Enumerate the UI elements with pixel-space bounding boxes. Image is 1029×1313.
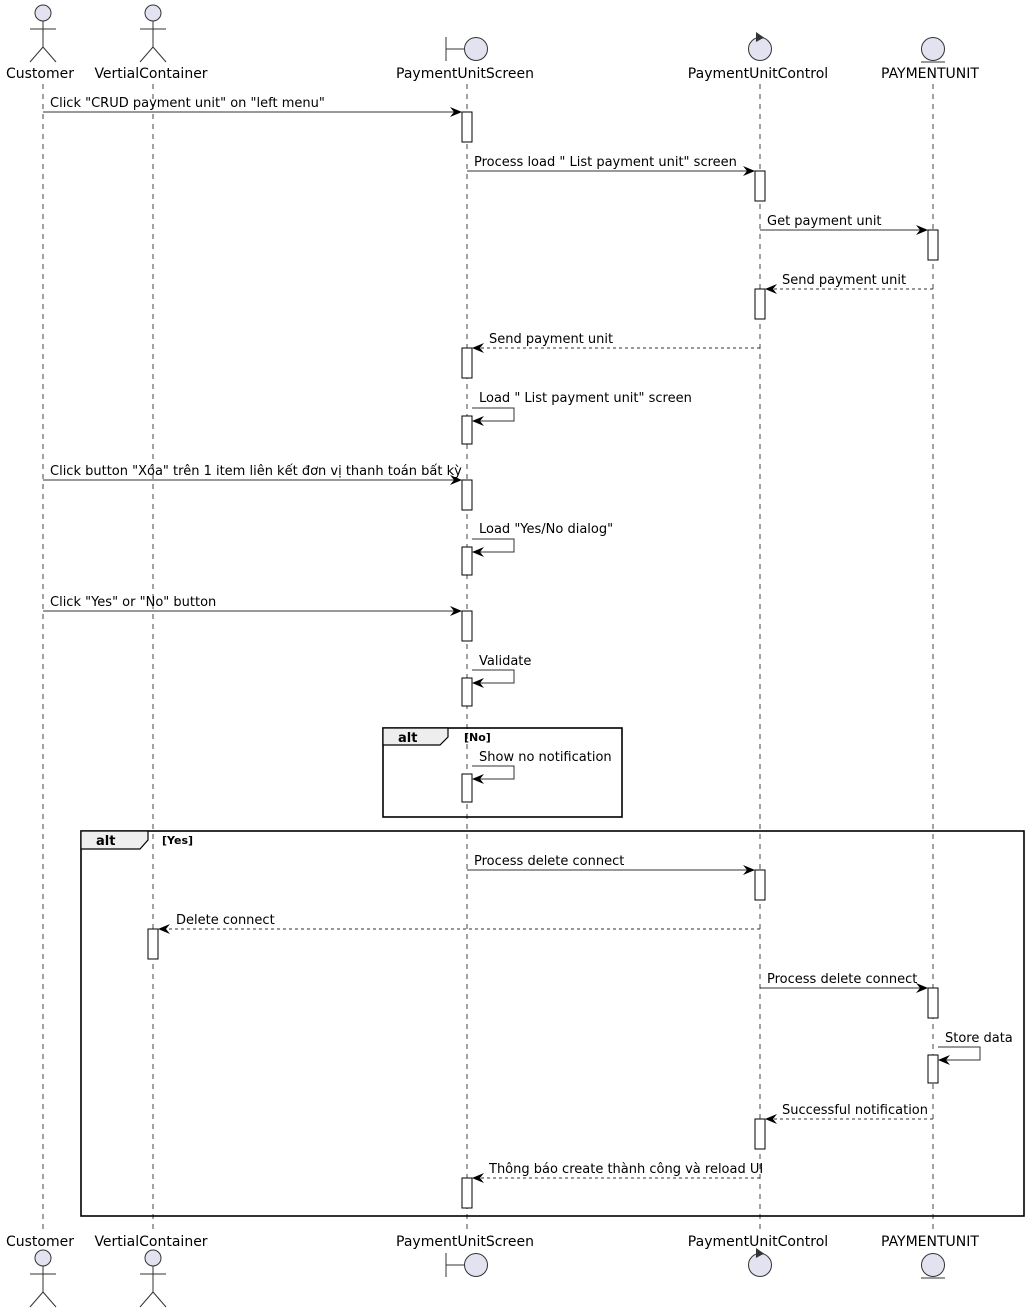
- participant-label: PaymentUnitScreen: [396, 66, 534, 82]
- self-message: Load " List payment unit" screen: [472, 391, 692, 426]
- self-message: Store data: [938, 1031, 1013, 1065]
- message-label: Click button "Xóa" trên 1 item liên kết …: [50, 464, 462, 479]
- control-paymentunitcontrol: PaymentUnitControl: [688, 1234, 828, 1277]
- message: Thông báo create thành công và reload UI: [472, 1162, 763, 1183]
- participant-label: PAYMENTUNIT: [881, 1234, 979, 1250]
- control-icon: [748, 32, 772, 61]
- activation-bar: [461, 610, 473, 642]
- actor-icon: [139, 1249, 167, 1308]
- activation-bar: [461, 677, 473, 707]
- activation-bar: [461, 347, 473, 379]
- entity-paymentunit: PAYMENTUNIT: [881, 37, 979, 82]
- actor-container: VertialContainer: [94, 4, 208, 82]
- activation-bar: [461, 479, 473, 511]
- message-label: Click "Yes" or "No" button: [50, 595, 216, 610]
- fragment-operator: alt: [96, 834, 115, 849]
- lifelines: [42, 84, 934, 1229]
- actor-container: VertialContainer: [94, 1234, 208, 1308]
- activation-bar: [461, 111, 473, 143]
- alt-fragment-no: alt [No]: [382, 727, 623, 818]
- activation-bar: [461, 1177, 473, 1209]
- message-label: Process delete connect: [767, 972, 917, 987]
- activation-bar: [147, 928, 159, 960]
- message: Get payment unit: [760, 214, 928, 235]
- message-label: Store data: [945, 1031, 1013, 1046]
- message-label: Process load " List payment unit" screen: [474, 155, 737, 170]
- activation-bar: [754, 288, 766, 320]
- self-message: Validate: [472, 654, 531, 688]
- message: Send payment unit: [765, 273, 933, 294]
- activation-bar: [461, 773, 473, 803]
- message-label: Process delete connect: [474, 854, 624, 869]
- participants-top: Customer VertialContainer PaymentUnitScr…: [6, 4, 979, 82]
- boundary-icon: [445, 37, 488, 61]
- message-label: Get payment unit: [767, 214, 882, 229]
- message: Process load " List payment unit" screen: [467, 155, 755, 176]
- message-label: Successful notification: [782, 1103, 928, 1118]
- boundary-icon: [445, 1253, 488, 1277]
- fragment-guard: [No]: [464, 731, 491, 744]
- self-message: Show no notification: [472, 750, 612, 784]
- message-label: Load "Yes/No dialog": [479, 522, 613, 537]
- entity-icon: [921, 1253, 945, 1279]
- actor-icon: [139, 4, 167, 63]
- actor-icon: [29, 1249, 57, 1308]
- message-label: Validate: [479, 654, 531, 669]
- activation-bar: [754, 869, 766, 901]
- message: Click "CRUD payment unit" on "left menu": [43, 96, 462, 117]
- message-label: Thông báo create thành công và reload UI: [488, 1162, 763, 1177]
- activation-bar: [927, 1054, 939, 1084]
- participant-label: PaymentUnitControl: [688, 66, 828, 82]
- self-message: Load "Yes/No dialog": [472, 522, 613, 557]
- message: Process delete connect: [760, 972, 928, 993]
- message: Click button "Xóa" trên 1 item liên kết …: [43, 464, 462, 485]
- fragment-guard: [Yes]: [162, 834, 193, 847]
- participant-label: Customer: [6, 1234, 74, 1250]
- messages: Click "CRUD payment unit" on "left menu"…: [43, 96, 1013, 1183]
- message-label: Load " List payment unit" screen: [479, 391, 692, 406]
- message: Process delete connect: [467, 854, 755, 875]
- activation-bar: [461, 546, 473, 576]
- message: Successful notification: [765, 1103, 933, 1124]
- fragment-operator: alt: [398, 731, 417, 746]
- participant-label: VertialContainer: [94, 1234, 207, 1250]
- alt-fragment-yes: alt [Yes]: [80, 830, 1025, 1217]
- activation-bar: [754, 1118, 766, 1150]
- message: Click "Yes" or "No" button: [43, 595, 462, 616]
- message-label: Send payment unit: [489, 332, 613, 347]
- participant-label: PAYMENTUNIT: [881, 66, 979, 82]
- boundary-screen: PaymentUnitScreen: [396, 37, 534, 82]
- activation-bar: [927, 987, 939, 1019]
- participant-label: VertialContainer: [94, 66, 207, 82]
- message: Send payment unit: [472, 332, 760, 353]
- message-label: Delete connect: [176, 913, 275, 928]
- message-label: Send payment unit: [782, 273, 906, 288]
- participant-label: PaymentUnitControl: [688, 1234, 828, 1250]
- message-label: Click "CRUD payment unit" on "left menu": [50, 96, 325, 111]
- activation-bar: [461, 415, 473, 445]
- entity-icon: [921, 37, 945, 63]
- entity-paymentunit: PAYMENTUNIT: [881, 1234, 979, 1279]
- control-icon: [748, 1248, 772, 1277]
- boundary-screen: PaymentUnitScreen: [396, 1234, 534, 1277]
- participants-bottom: Customer VertialContainer PaymentUnitScr…: [6, 1234, 979, 1308]
- participant-label: Customer: [6, 66, 74, 82]
- activation-bar: [754, 170, 766, 202]
- participant-label: PaymentUnitScreen: [396, 1234, 534, 1250]
- activation-bars: [147, 111, 939, 1209]
- actor-customer: Customer: [6, 4, 74, 82]
- control-paymentunitcontrol: PaymentUnitControl: [688, 32, 828, 82]
- activation-bar: [927, 229, 939, 261]
- actor-icon: [29, 4, 57, 63]
- message: Delete connect: [158, 913, 760, 934]
- actor-customer: Customer: [6, 1234, 74, 1308]
- message-label: Show no notification: [479, 750, 612, 765]
